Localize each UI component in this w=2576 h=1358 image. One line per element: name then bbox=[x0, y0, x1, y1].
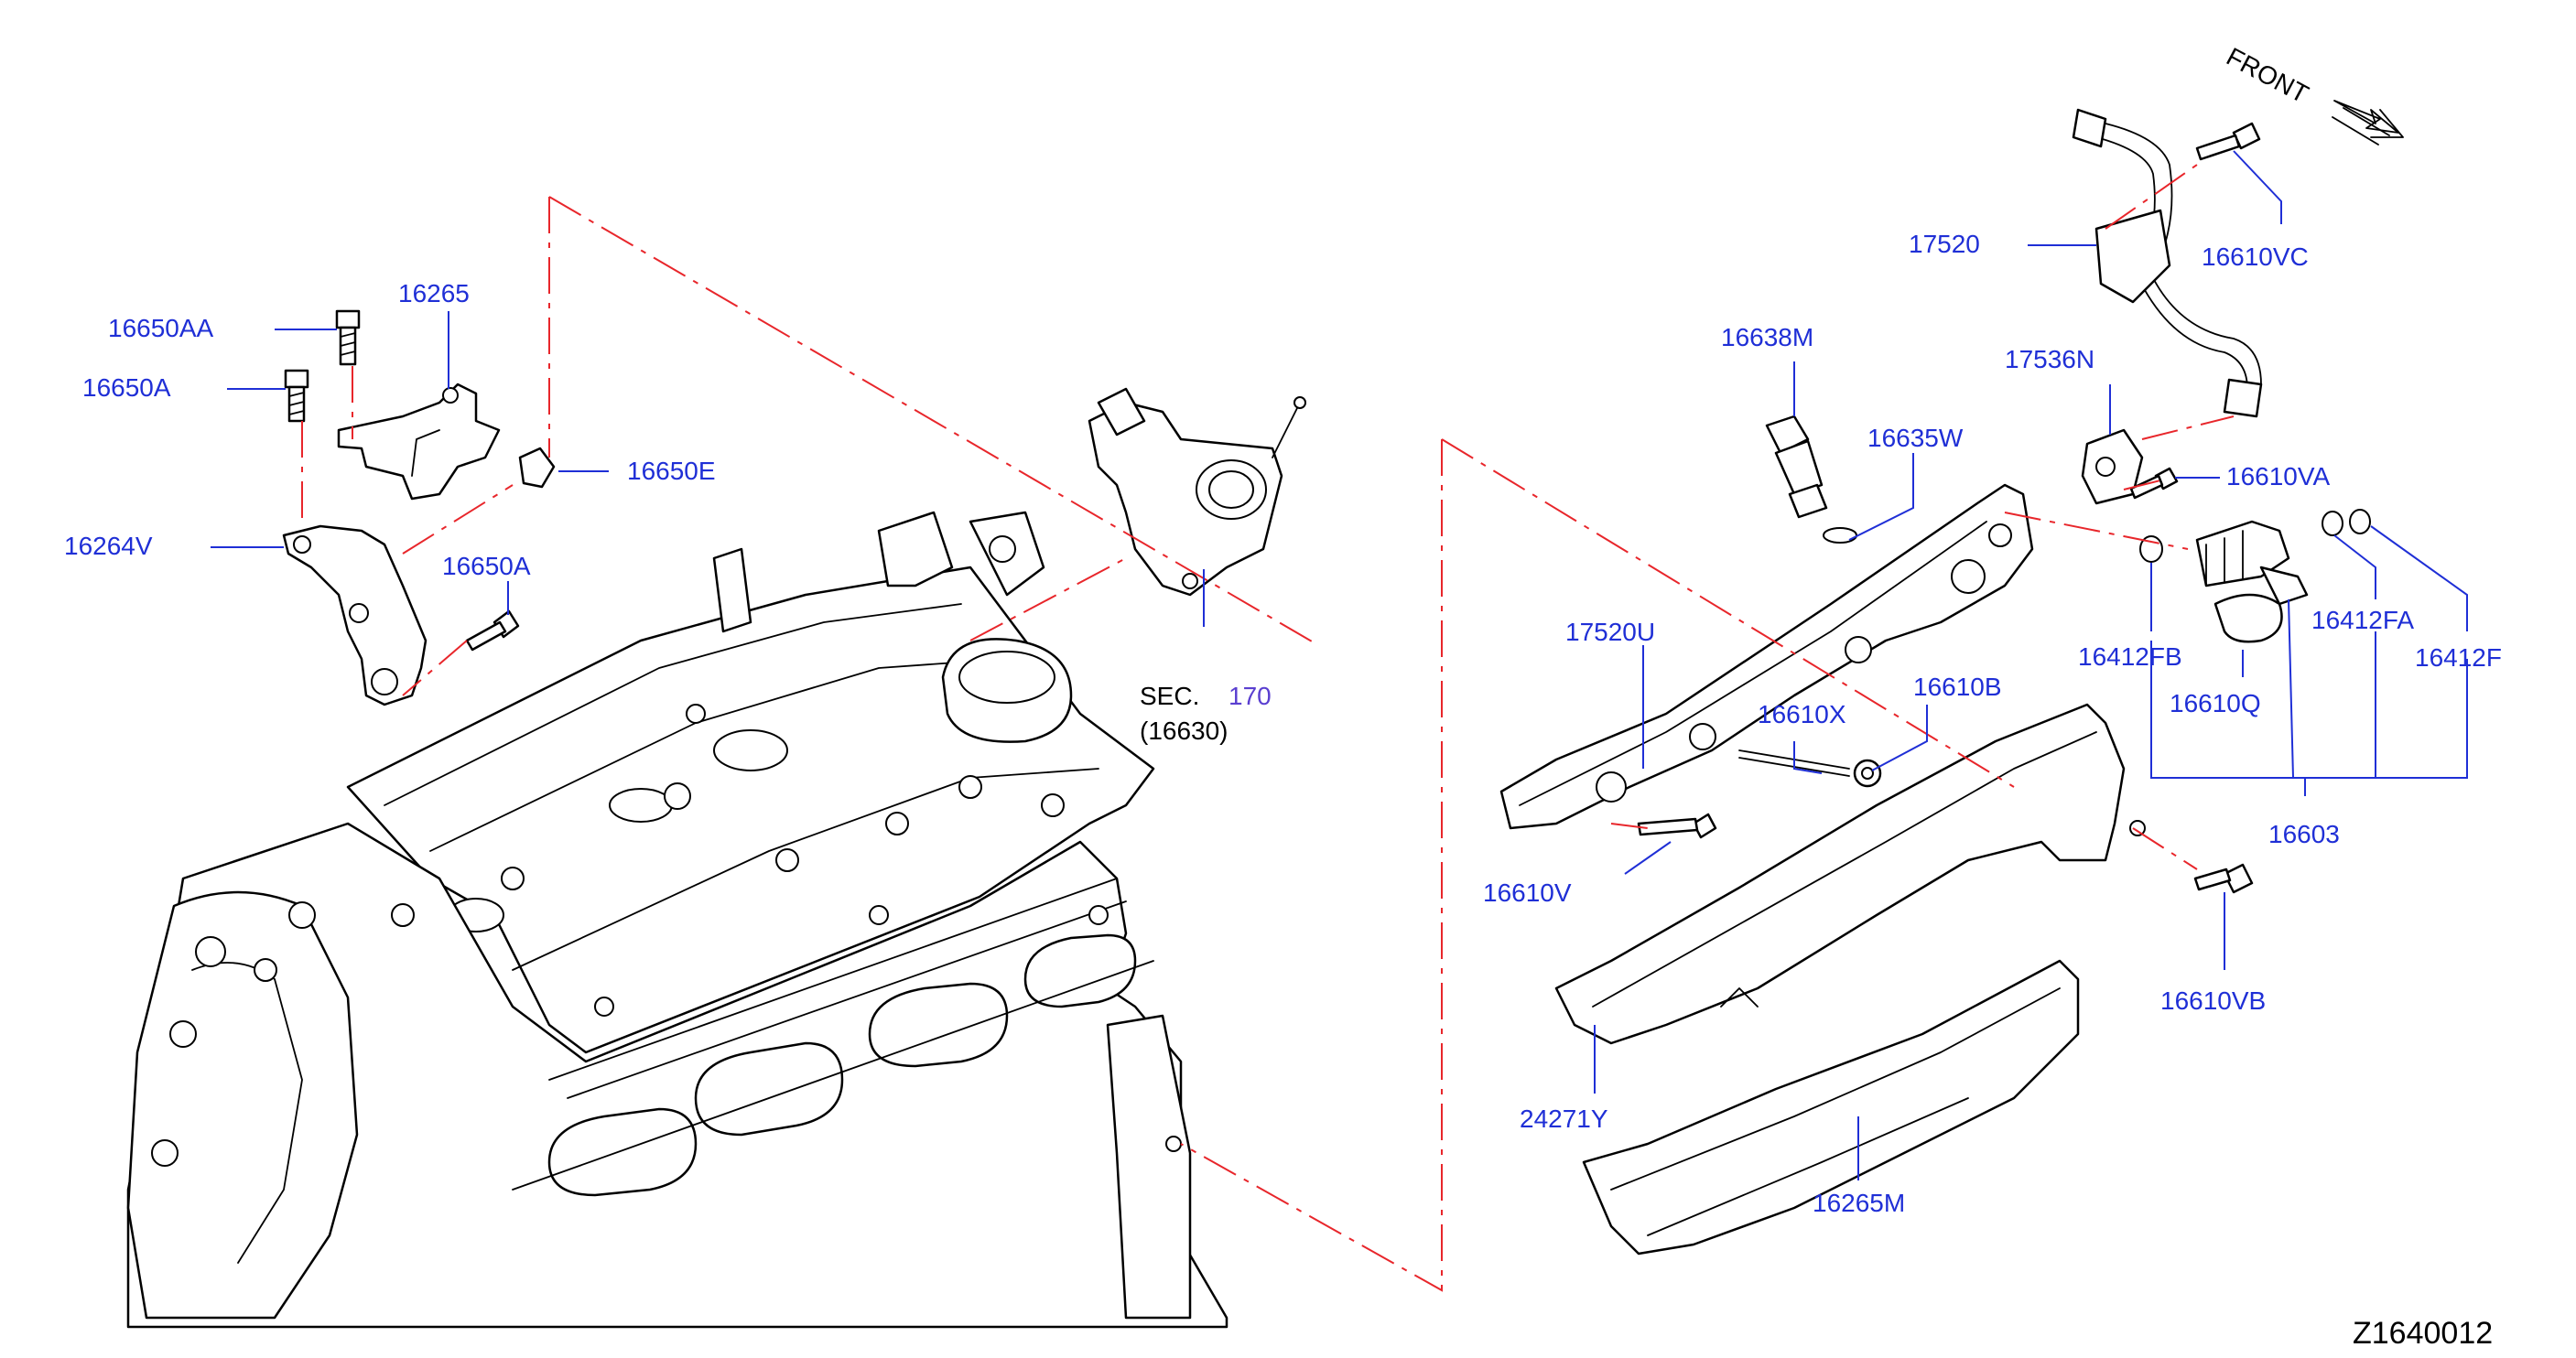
diagram-code: Z1640012 bbox=[2353, 1316, 2493, 1351]
label-sec-number: 170 bbox=[1228, 682, 1272, 710]
label-17536N: 17536N bbox=[2005, 345, 2094, 373]
label-16610Q: 16610Q bbox=[2170, 689, 2261, 717]
leader-lines bbox=[211, 150, 2468, 1180]
label-16610VC: 16610VC bbox=[2202, 242, 2309, 271]
label-sec-sub: (16630) bbox=[1140, 717, 1228, 745]
label-16650A-low: 16650A bbox=[442, 552, 531, 580]
bolt-16610VB-drawing bbox=[2193, 863, 2254, 894]
bracket-16264V-drawing bbox=[282, 524, 428, 706]
label-front: FRONT bbox=[2222, 42, 2313, 109]
nut-16610B-drawing bbox=[1853, 759, 1882, 788]
clip-16650E-drawing bbox=[518, 447, 556, 489]
label-16610V: 16610V bbox=[1483, 878, 1572, 907]
seal-16412F-drawing bbox=[2349, 509, 2371, 534]
seal-16412FA-drawing bbox=[2322, 511, 2343, 536]
label-16610B: 16610B bbox=[1913, 673, 2002, 701]
label-16265M: 16265M bbox=[1813, 1189, 1905, 1217]
label-16412FB: 16412FB bbox=[2078, 642, 2182, 671]
clip-16610Q-drawing bbox=[2213, 593, 2283, 643]
label-16650AA: 16650AA bbox=[108, 314, 214, 342]
label-17520: 17520 bbox=[1909, 230, 1980, 258]
label-16603: 16603 bbox=[2268, 820, 2340, 848]
o-ring-16635W-drawing bbox=[1823, 527, 1857, 544]
bracket-16265-drawing bbox=[337, 383, 501, 501]
cover-16265M-drawing bbox=[1582, 959, 2080, 1256]
front-arrow-icon bbox=[2332, 100, 2404, 146]
label-16265: 16265 bbox=[398, 279, 470, 307]
bracket-24271Y-drawing bbox=[1554, 703, 2146, 1045]
engine-assembly-drawing bbox=[126, 511, 1228, 1329]
label-16650A-top: 16650A bbox=[82, 373, 171, 402]
label-16638M: 16638M bbox=[1721, 323, 1813, 351]
bolt-16650AA-drawing bbox=[335, 309, 361, 366]
sensor-16638M-drawing bbox=[1765, 415, 1828, 519]
bolt-16610VC-drawing bbox=[2195, 122, 2261, 161]
label-17520U: 17520U bbox=[1565, 618, 1655, 646]
label-16650E: 16650E bbox=[627, 457, 716, 485]
fuel-tube-17520-drawing bbox=[2072, 108, 2263, 418]
bolt-16650A-low-drawing bbox=[465, 609, 520, 652]
fuel-rail-17520U-drawing bbox=[1499, 483, 2034, 830]
injector-16603-drawing bbox=[2195, 520, 2309, 606]
label-16264V: 16264V bbox=[64, 532, 153, 560]
label-16610X: 16610X bbox=[1758, 700, 1846, 728]
label-16635W: 16635W bbox=[1867, 424, 1964, 452]
high-pressure-pump-drawing bbox=[1088, 387, 1306, 597]
label-16610VB: 16610VB bbox=[2160, 986, 2266, 1015]
chain-lines bbox=[301, 164, 2235, 1292]
label-sec-prefix: SEC. bbox=[1140, 682, 1199, 710]
bolt-16610V-drawing bbox=[1637, 813, 1717, 839]
bolt-16650A-top-drawing bbox=[284, 369, 309, 423]
label-16412FA: 16412FA bbox=[2311, 606, 2414, 634]
label-16412F: 16412F bbox=[2415, 643, 2502, 672]
label-16610VA: 16610VA bbox=[2226, 462, 2330, 490]
label-24271Y: 24271Y bbox=[1520, 1105, 1608, 1133]
